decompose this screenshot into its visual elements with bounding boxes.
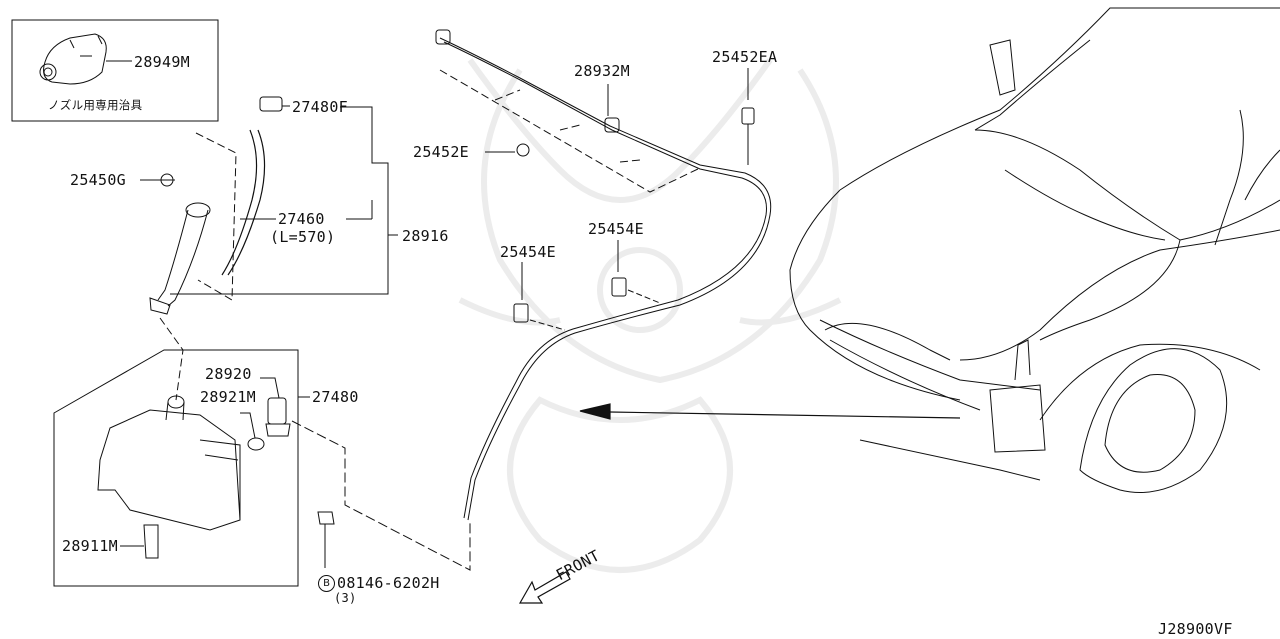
part-25452e-label: 25452E bbox=[413, 143, 469, 161]
car-outline bbox=[789, 7, 1280, 493]
grommet-icon bbox=[247, 437, 265, 451]
front-arrow-icon bbox=[518, 571, 571, 604]
part-28911m-label: 28911M bbox=[62, 537, 118, 555]
length-570-label: (L=570) bbox=[270, 228, 336, 246]
part-25454e-left-label: 25454E bbox=[500, 243, 556, 261]
bolt-quantity: (3) bbox=[334, 591, 357, 605]
washer-tank-icon bbox=[97, 395, 241, 531]
part-28921m-label: 28921M bbox=[200, 388, 256, 406]
part-27480f-label: 27480F bbox=[292, 98, 348, 116]
part-28932m-label: 28932M bbox=[574, 62, 630, 80]
part-28920-label: 28920 bbox=[205, 365, 252, 383]
part-28949m-label: 28949M bbox=[134, 53, 190, 71]
tool-inset bbox=[11, 19, 219, 122]
bolt-part-number: 08146-6202H bbox=[337, 574, 440, 592]
part-27480-label: 27480 bbox=[312, 388, 359, 406]
washer-hose-route bbox=[435, 29, 772, 521]
nozzle-28911m-icon bbox=[143, 524, 159, 559]
pump-icon bbox=[265, 397, 291, 437]
watermark-emblem bbox=[458, 58, 842, 573]
bolt-badge: B bbox=[318, 575, 335, 592]
callout-lines bbox=[159, 106, 398, 401]
part-25452ea-label: 25452EA bbox=[712, 48, 778, 66]
reservoir-inset bbox=[53, 349, 471, 587]
pointer-arrow bbox=[579, 403, 961, 420]
bolt-icon bbox=[317, 511, 335, 568]
nozzle-tool-label: ノズル用専用治具 bbox=[48, 98, 143, 112]
filler-neck-hose bbox=[140, 96, 290, 315]
part-25450g-label: 25450G bbox=[70, 171, 126, 189]
nozzle-tool-icon bbox=[39, 33, 107, 85]
part-27460-label: 27460 bbox=[278, 210, 325, 228]
diagram-id: J28900VF bbox=[1158, 620, 1233, 638]
part-28916-label: 28916 bbox=[402, 227, 449, 245]
part-25454e-right-label: 25454E bbox=[588, 220, 644, 238]
